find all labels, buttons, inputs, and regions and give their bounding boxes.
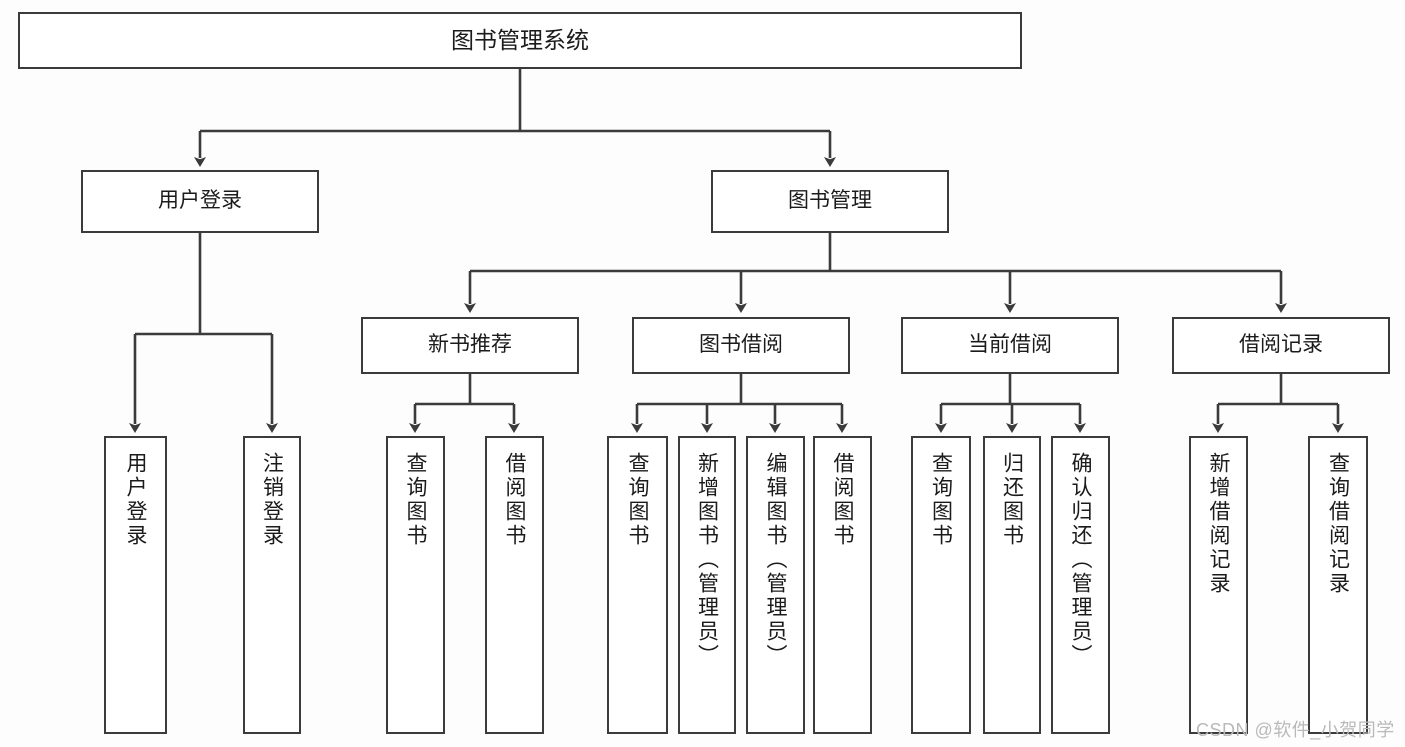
leaf-add-book-admin[interactable]: 新增图书（管理员） [678,436,736,734]
node-book-management-label: 图书管理 [788,189,872,213]
node-root-label: 图书管理系统 [451,26,589,53]
node-user-login[interactable]: 用户登录 [81,170,319,233]
node-new-book-recommend[interactable]: 新书推荐 [361,317,579,374]
leaf-query-book-current[interactable]: 查询图书 [911,436,971,734]
leaf-borrow-book[interactable]: 借阅图书 [813,436,872,734]
node-current-borrow[interactable]: 当前借阅 [901,317,1119,374]
node-new-book-recommend-label: 新书推荐 [428,333,512,357]
leaf-edit-book-admin-label: 编辑图书（管理员） [764,452,787,668]
node-borrow-record-label: 借阅记录 [1239,333,1323,357]
node-user-login-label: 用户登录 [158,189,242,213]
node-current-borrow-label: 当前借阅 [968,333,1052,357]
leaf-query-borrow-record[interactable]: 查询借阅记录 [1308,436,1368,734]
leaf-return-book[interactable]: 归还图书 [983,436,1041,734]
leaf-logout[interactable]: 注销登录 [243,436,301,734]
leaf-confirm-return-admin-label: 确认归还（管理员） [1069,452,1092,668]
node-book-management[interactable]: 图书管理 [711,170,949,233]
node-book-borrow-label: 图书借阅 [699,333,783,357]
node-root[interactable]: 图书管理系统 [18,12,1022,69]
watermark: CSDN @软件_小贺同学 [1196,720,1395,740]
leaf-query-borrow-record-label: 查询借阅记录 [1326,452,1350,596]
leaf-logout-label: 注销登录 [260,452,284,548]
leaf-confirm-return-admin[interactable]: 确认归还（管理员） [1051,436,1110,734]
leaf-query-book-recommend-label: 查询图书 [404,452,427,548]
leaf-borrow-book-label: 借阅图书 [831,452,854,548]
leaf-add-book-admin-label: 新增图书（管理员） [695,452,719,668]
leaf-query-book-recommend[interactable]: 查询图书 [386,436,445,734]
node-borrow-record[interactable]: 借阅记录 [1172,317,1390,374]
leaf-edit-book-admin[interactable]: 编辑图书（管理员） [746,436,805,734]
leaf-user-login[interactable]: 用户登录 [104,436,167,734]
leaf-query-book-borrow-label: 查询图书 [626,452,649,548]
leaf-query-book-current-label: 查询图书 [929,452,953,548]
leaf-add-borrow-record-label: 新增借阅记录 [1207,452,1230,596]
leaf-borrow-book-recommend[interactable]: 借阅图书 [485,436,544,734]
leaf-query-book-borrow[interactable]: 查询图书 [607,436,668,734]
leaf-borrow-book-recommend-label: 借阅图书 [503,452,526,548]
leaf-user-login-label: 用户登录 [124,452,147,548]
node-book-borrow[interactable]: 图书借阅 [632,317,850,374]
leaf-add-borrow-record[interactable]: 新增借阅记录 [1189,436,1248,734]
leaf-return-book-label: 归还图书 [1000,452,1024,548]
